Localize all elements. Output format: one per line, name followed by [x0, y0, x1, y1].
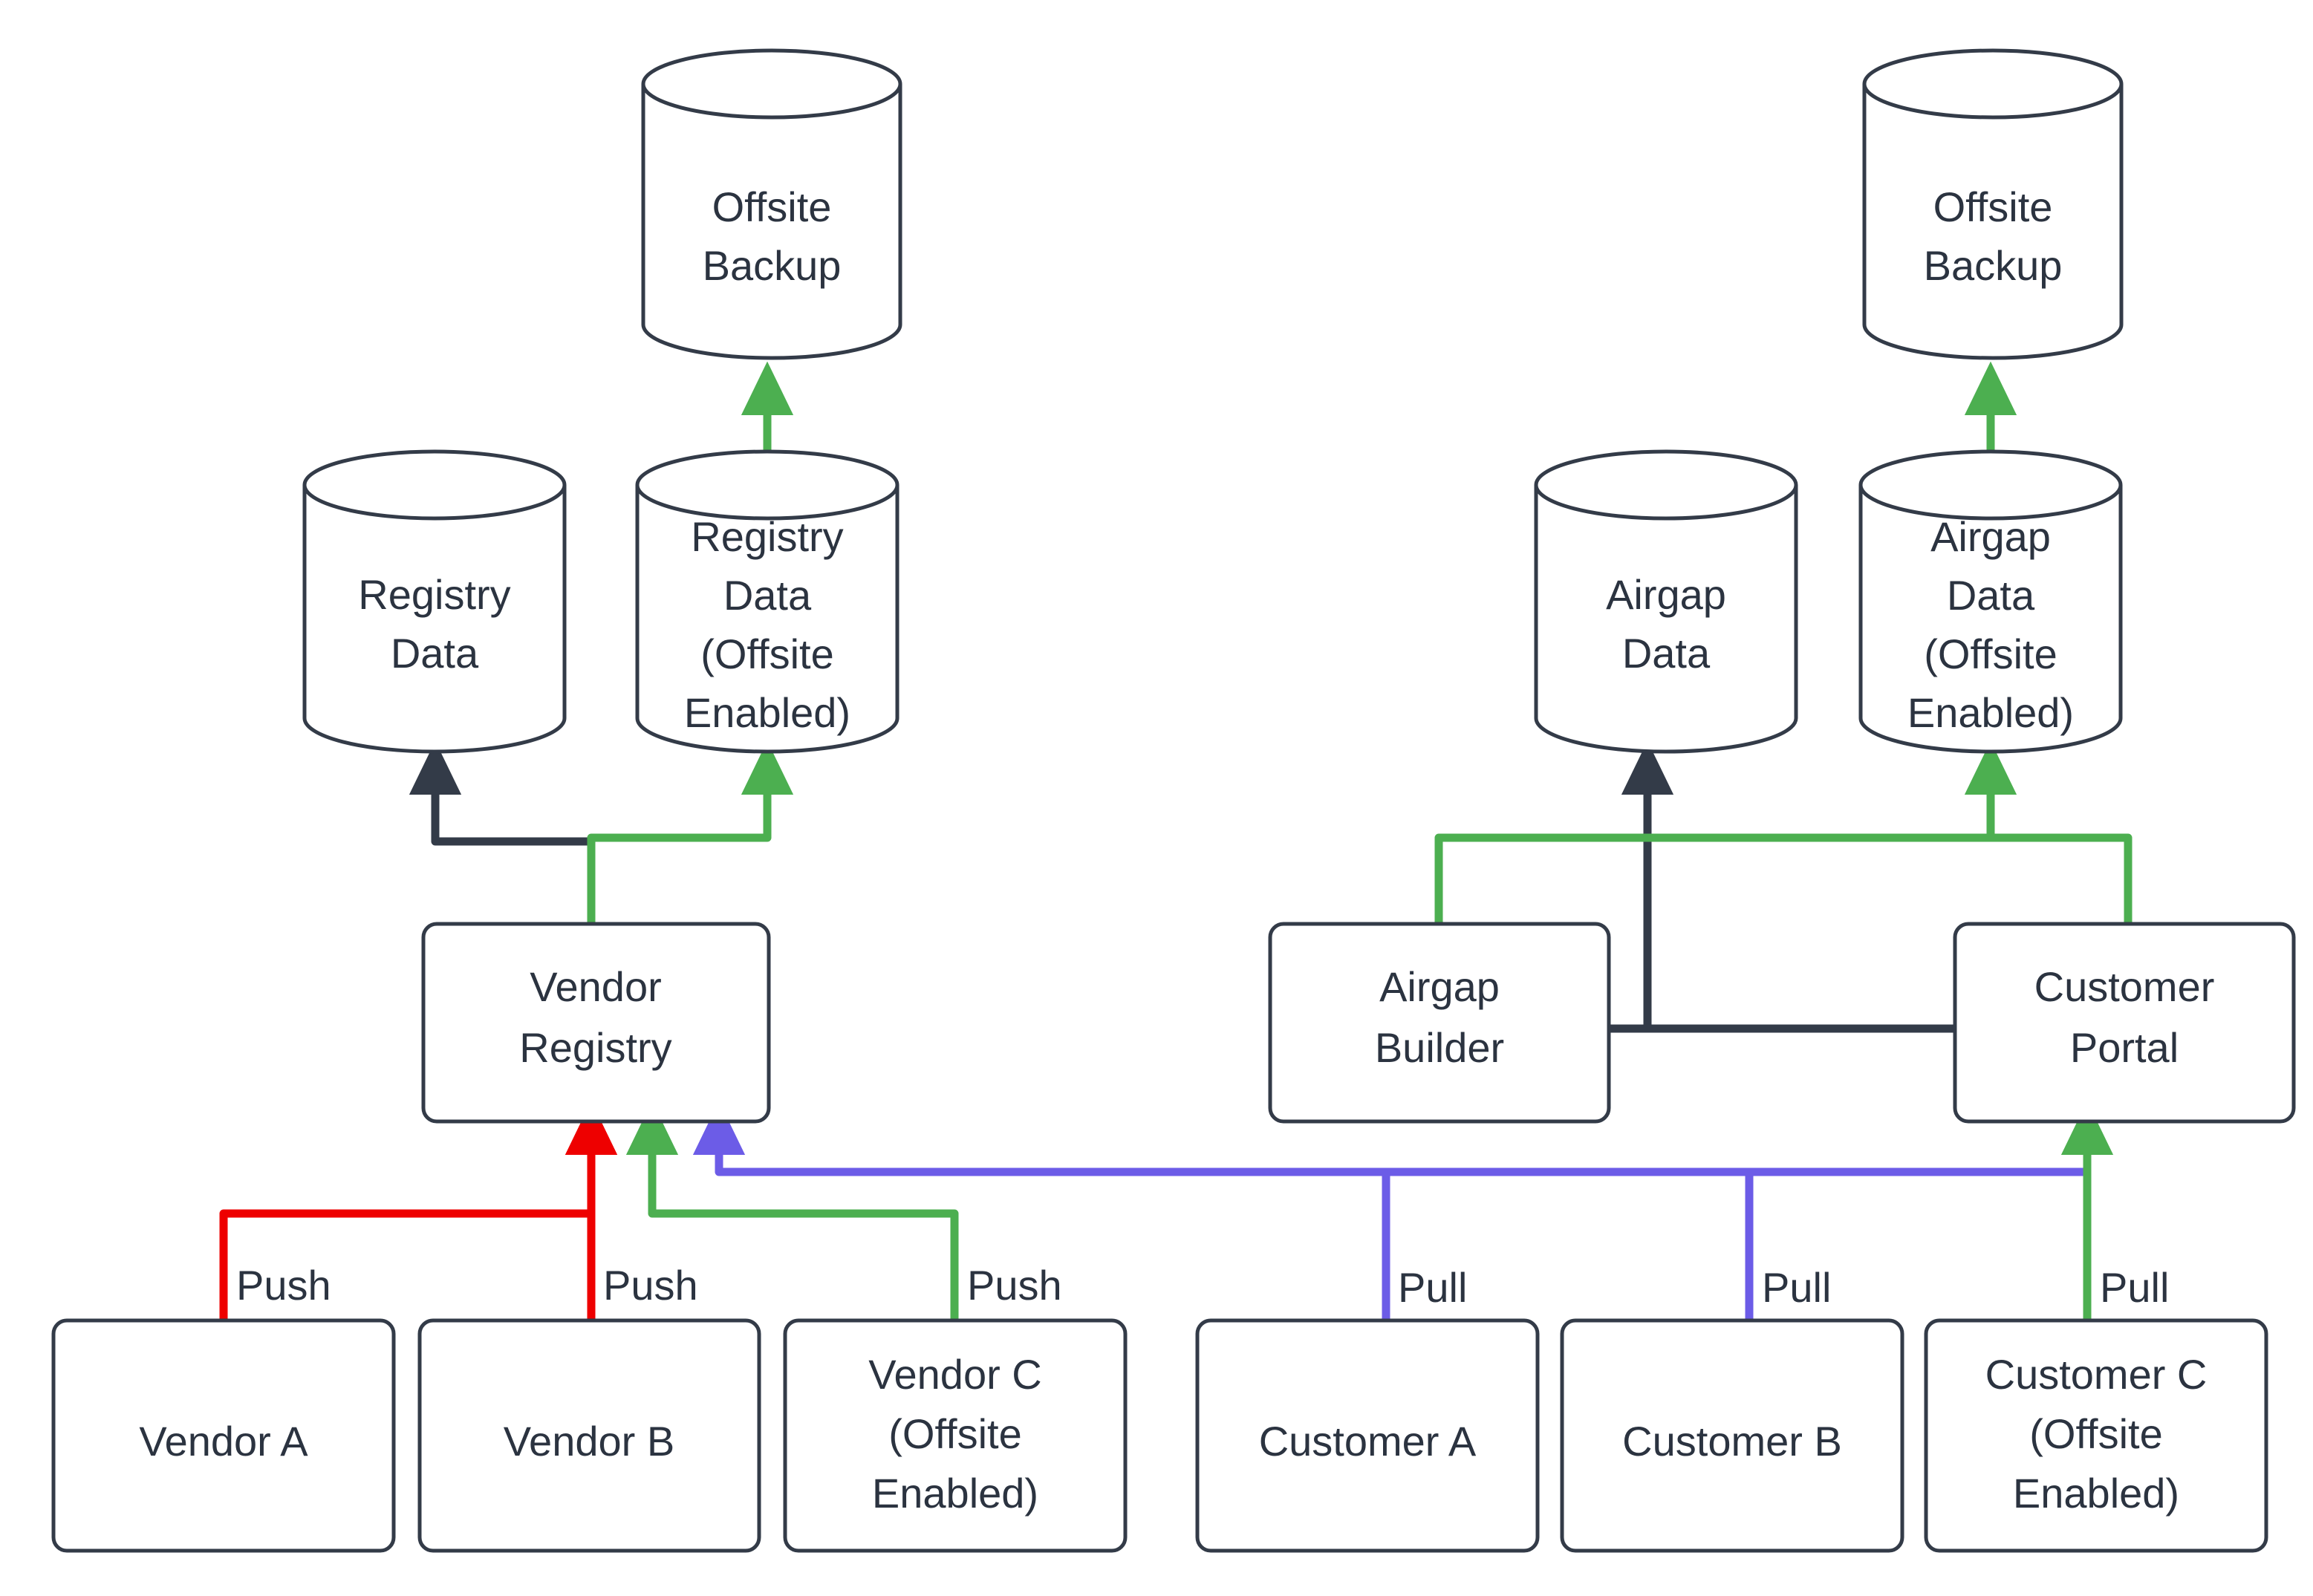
- node-label: Registry: [691, 513, 843, 560]
- edge-label-customer-b-pull: Pull: [1762, 1264, 1831, 1311]
- node-label: (Offsite: [700, 631, 833, 677]
- node-label: Airgap: [1379, 963, 1500, 1010]
- node-airgap-data-offsite[interactable]: Airgap Data (Offsite Enabled): [1858, 449, 2123, 754]
- node-label: Enabled): [2013, 1470, 2179, 1517]
- node-label: Vendor B: [504, 1418, 674, 1465]
- edge-vendor-registry-to-registry-data-offsite: [587, 740, 794, 924]
- node-vendor-b[interactable]: Vendor B: [417, 1318, 761, 1553]
- node-label: Customer C: [1985, 1351, 2208, 1398]
- node-customer-a[interactable]: Customer A: [1195, 1318, 1540, 1553]
- node-label: Data: [391, 630, 479, 677]
- edge-airgap-builder-to-airgap-data-offsite: [1434, 740, 2017, 924]
- node-customer-c[interactable]: Customer C (Offsite Enabled): [1924, 1318, 2268, 1553]
- node-label: Enabled): [1907, 689, 2074, 736]
- node-label: (Offsite: [888, 1410, 1021, 1457]
- node-offsite-backup-right[interactable]: Offsite Backup: [1862, 48, 2124, 360]
- node-registry-data-offsite[interactable]: Registry Data (Offsite Enabled): [635, 449, 900, 754]
- edge-label-vendor-a-push: Push: [236, 1262, 331, 1309]
- node-label: Enabled): [684, 689, 850, 736]
- node-customer-b[interactable]: Customer B: [1560, 1318, 1904, 1553]
- edge-label-customer-c-pull: Pull: [2100, 1264, 2169, 1311]
- node-label: Airgap: [1930, 513, 2051, 560]
- node-label: Vendor: [530, 963, 662, 1010]
- node-label: Offsite: [1933, 183, 2053, 230]
- edge-customers-pull-to-vendor-registry: [692, 1101, 2087, 1176]
- node-vendor-a[interactable]: Vendor A: [51, 1318, 396, 1553]
- node-label: Customer: [2034, 963, 2215, 1010]
- edge-label-vendor-c-push: Push: [967, 1262, 1062, 1309]
- edge-customer-portal-to-airgap-data-offsite: [1991, 833, 2133, 924]
- node-vendor-registry[interactable]: Vendor Registry: [421, 922, 771, 1124]
- node-label: Data: [723, 572, 812, 619]
- node-label: Vendor A: [139, 1418, 308, 1465]
- node-label: Backup: [1924, 242, 2063, 289]
- node-airgap-builder[interactable]: Airgap Builder: [1268, 922, 1611, 1124]
- node-label: (Offsite: [2029, 1410, 2162, 1457]
- node-label: Builder: [1375, 1024, 1504, 1071]
- node-label: Customer B: [1622, 1418, 1842, 1465]
- node-label: Data: [1947, 572, 2035, 619]
- node-airgap-data[interactable]: Airgap Data: [1534, 449, 1798, 754]
- node-label: Backup: [703, 242, 842, 289]
- node-label: Airgap: [1606, 571, 1726, 618]
- edge-vendor-c-push: [625, 1101, 959, 1320]
- edge-label-vendor-b-push: Push: [603, 1262, 698, 1309]
- edge-label-customer-a-pull: Pull: [1398, 1264, 1467, 1311]
- node-offsite-backup-left[interactable]: Offsite Backup: [641, 48, 902, 360]
- node-label: Enabled): [872, 1470, 1038, 1517]
- node-label: (Offsite: [1924, 631, 2057, 677]
- node-label: Portal: [2070, 1024, 2179, 1071]
- node-label: Customer A: [1259, 1418, 1477, 1465]
- node-customer-portal[interactable]: Customer Portal: [1953, 922, 2296, 1124]
- node-label: Registry: [358, 571, 510, 618]
- edge-vendor-registry-to-registry-data: [409, 740, 596, 924]
- node-label: Registry: [519, 1024, 671, 1071]
- node-registry-data[interactable]: Registry Data: [302, 449, 567, 754]
- node-label: Vendor C: [868, 1351, 1042, 1398]
- node-label: Data: [1622, 630, 1711, 677]
- node-vendor-c[interactable]: Vendor C (Offsite Enabled): [783, 1318, 1128, 1553]
- node-label: Offsite: [712, 183, 832, 230]
- edge-customer-portal-to-airgap-data: [1621, 740, 1955, 1033]
